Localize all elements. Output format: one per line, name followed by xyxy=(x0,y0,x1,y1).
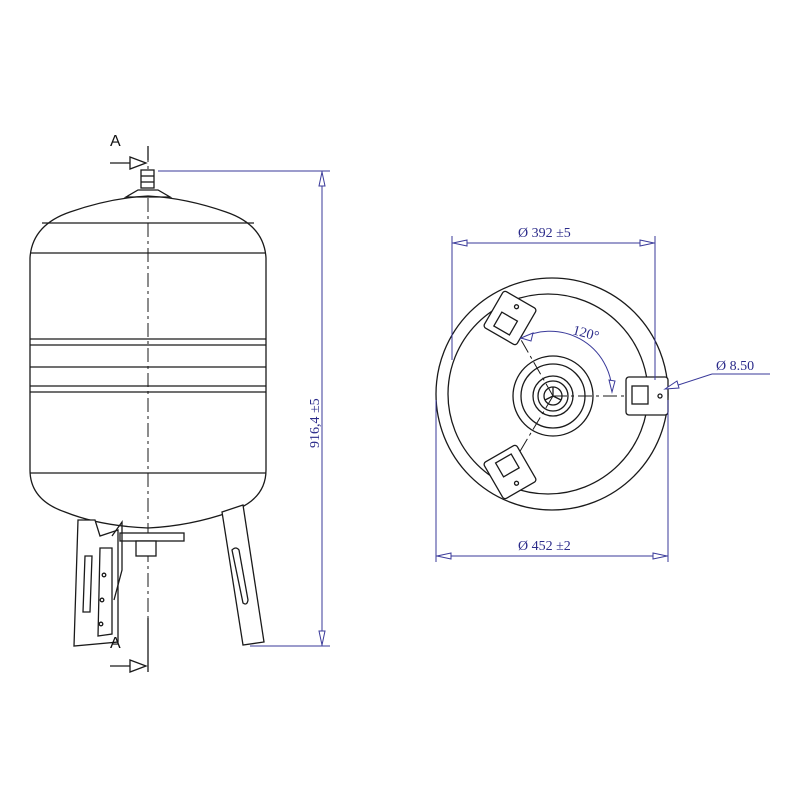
hole-diameter-leader: Ø 8.50 xyxy=(663,359,770,390)
bottom-view: 120° Ø 392 ±5 Ø 452 ±2 Ø 8.50 xyxy=(435,226,770,562)
angle-dimension: 120° xyxy=(519,323,616,394)
section-label-bottom: A xyxy=(110,635,121,652)
height-dimension-label: 916,4 ±5 xyxy=(308,398,323,448)
outer-diameter-label: Ø 452 ±2 xyxy=(518,539,571,554)
section-arrow-top xyxy=(110,156,148,170)
inner-diameter-label: Ø 392 ±5 xyxy=(518,226,571,241)
leg-left xyxy=(73,519,123,647)
inner-diameter-dimension: Ø 392 ±5 xyxy=(451,226,656,380)
foot-right xyxy=(625,376,669,416)
inner-circle xyxy=(447,293,649,495)
height-dimension: 916,4 ±5 xyxy=(158,170,330,647)
foot-bottom-left xyxy=(483,444,537,500)
side-view-tank: A A 916,4 ±5 xyxy=(29,133,330,673)
valve-icon xyxy=(140,169,155,189)
foot-top-left xyxy=(483,290,537,346)
section-label-top: A xyxy=(110,133,121,150)
leg-right xyxy=(221,504,265,646)
angle-label: 120° xyxy=(571,323,601,344)
hole-diameter-label: Ø 8.50 xyxy=(716,359,754,374)
outer-diameter-dimension: Ø 452 ±2 xyxy=(435,400,669,562)
section-arrow-bottom xyxy=(110,659,148,673)
